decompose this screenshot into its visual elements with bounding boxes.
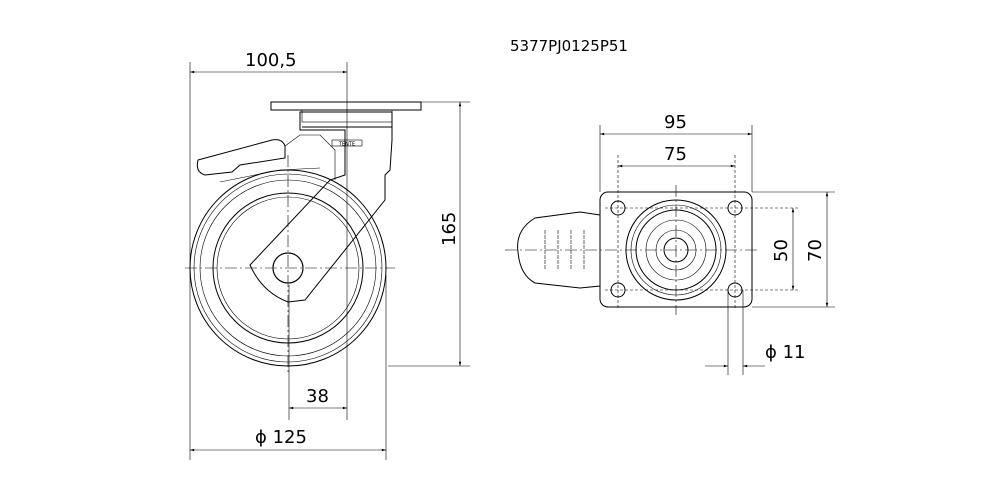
dim-plate-length: 70	[805, 239, 826, 262]
dim-hole-spacing-y: 50	[771, 239, 792, 262]
bolt-holes	[610, 200, 743, 298]
dim-hole-diameter: ϕ 11	[765, 342, 806, 363]
fork	[249, 111, 393, 303]
dim-plate-width: 95	[664, 112, 687, 133]
brake-lever	[196, 139, 286, 176]
top-view: 95 75 50 70 ϕ 11	[505, 112, 835, 375]
dim-hole-spacing-x: 75	[664, 144, 687, 165]
dim-height: 165	[439, 212, 460, 246]
dim-offset: 100,5	[245, 50, 297, 71]
part-number: 5377PJ0125P51	[510, 37, 628, 55]
top-plate	[270, 101, 422, 111]
brand-label: TENTE	[338, 142, 355, 148]
brake-pedal	[517, 211, 601, 289]
dim-wheel-diameter: ϕ 125	[255, 427, 307, 448]
side-view: TENTE 100,5 165 38 ϕ 125	[185, 50, 470, 460]
dim-axle: 38	[306, 386, 329, 407]
